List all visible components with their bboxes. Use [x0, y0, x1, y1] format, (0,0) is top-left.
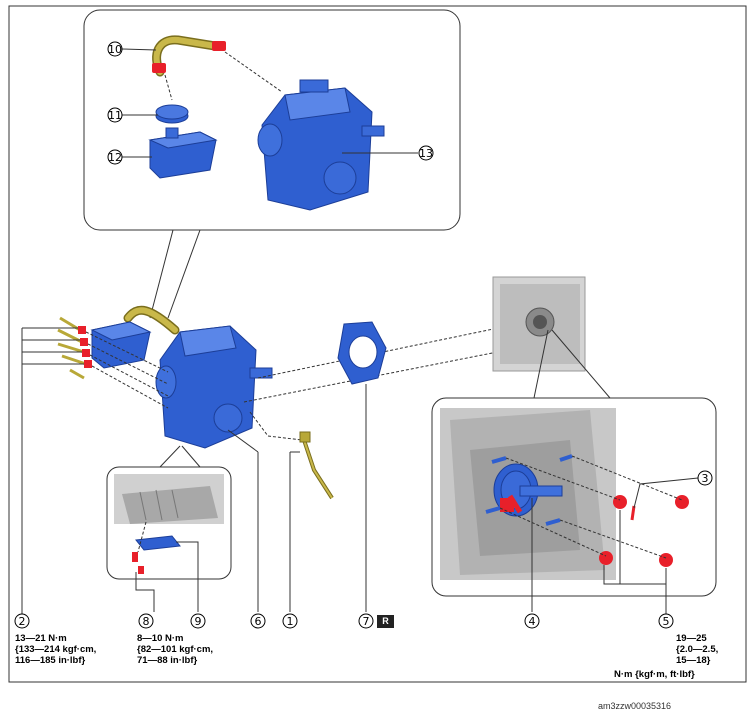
callout-leader: [176, 541, 199, 612]
svg-text:9: 9: [195, 615, 202, 628]
booster-rod-part: [485, 454, 573, 526]
zoom-pointer-line: [551, 329, 611, 399]
callout-leader: [121, 48, 157, 51]
assembly-dashed-line: [164, 74, 173, 101]
callout-7: 7: [358, 613, 374, 629]
zoom-pointer-line: [149, 229, 174, 319]
svg-text:2: 2: [19, 615, 26, 628]
assembly-dashed-line: [243, 341, 549, 403]
zoom-pointer-line: [533, 329, 549, 399]
callout-leader: [603, 565, 667, 585]
svg-text:5: 5: [663, 615, 670, 628]
assembly-dashed-line: [137, 521, 147, 553]
mounting-bracket-photo: [440, 408, 616, 580]
r-badge: R: [377, 615, 394, 628]
callout-2: 2: [14, 613, 30, 629]
master-cylinder-part: [155, 325, 273, 449]
assembly-dashed-line: [85, 331, 169, 373]
reservoir-part: [148, 127, 218, 179]
callout-9: 9: [190, 613, 206, 629]
svg-text:6: 6: [255, 615, 262, 628]
zoom-pointer-line: [159, 445, 181, 468]
callout-5: 5: [658, 613, 674, 629]
hose-part: [152, 35, 226, 77]
assembly-dashed-line: [249, 411, 269, 437]
assembly-dashed-line: [499, 507, 607, 557]
torque-spec-line: 71—88 in·lbf}: [137, 655, 198, 666]
firewall-panel: [492, 276, 586, 372]
zoom-pointer-line: [167, 229, 201, 319]
torque-spec-line: {82—101 kgf·cm,: [137, 644, 214, 655]
svg-text:12: 12: [108, 151, 122, 164]
callout-11: 11: [107, 107, 123, 123]
svg-text:8: 8: [143, 615, 150, 628]
callout-12: 12: [107, 149, 123, 165]
svg-text:3: 3: [702, 472, 709, 485]
assembly-dashed-line: [559, 519, 667, 559]
reference-code: am3zzw00035316: [598, 701, 672, 711]
gasket-part: [337, 321, 387, 385]
torque-spec-5: 19—25 {2.0—2.5, 15—18}: [676, 633, 718, 666]
torque-spec-line: 8—10 N·m: [137, 633, 184, 644]
zoom-pointer-line: [181, 445, 201, 468]
callout-10: 10: [107, 41, 123, 57]
assembly-dashed-line: [267, 435, 303, 441]
torque-spec-line: {2.0—2.5,: [676, 644, 719, 655]
torque-spec-line: 15—18}: [676, 655, 711, 666]
torque-spec-line: 13—21 N·m: [15, 633, 67, 644]
torque-unit-legend: N·m {kgf·m, ft·lbf}: [614, 669, 695, 680]
torque-spec-line: {133—214 kgf·cm,: [15, 644, 97, 655]
torque-spec-2: 13—21 N·m {133—214 kgf·cm, 116—185 in·lb…: [15, 633, 96, 666]
torque-spec-8: 8—10 N·m {82—101 kgf·cm, 71—88 in·lbf}: [137, 633, 213, 666]
svg-text:13: 13: [419, 147, 433, 160]
svg-text:10: 10: [108, 43, 122, 56]
callout-1: 1: [282, 613, 298, 629]
hose-part: [123, 305, 180, 335]
svg-text:4: 4: [529, 615, 536, 628]
assembly-dashed-line: [91, 365, 169, 409]
torque-spec-line: 19—25: [676, 633, 707, 644]
master-cylinder-part: [257, 79, 385, 211]
torque-spec-line: 116—185 in·lbf}: [15, 655, 86, 666]
seal-part: [155, 104, 189, 124]
brake-pipes: [57, 316, 92, 380]
diagram-frame: [8, 5, 747, 683]
callout-2-bracket: [21, 327, 84, 614]
callout-leader: [227, 429, 259, 453]
callout-3: 3: [697, 470, 713, 486]
assembly-dashed-line: [224, 51, 283, 93]
callout-leader: [135, 572, 155, 612]
callout-8: 8: [138, 613, 154, 629]
svg-text:1: 1: [287, 615, 294, 628]
assembly-dashed-line: [505, 457, 621, 501]
callout-leader: [633, 477, 699, 509]
clip-part: [132, 535, 181, 574]
pushrod-part: [299, 431, 334, 500]
callout-13: 13: [418, 145, 434, 161]
svg-text:7: 7: [363, 615, 370, 628]
callout-6: 6: [250, 613, 266, 629]
svg-text:11: 11: [108, 109, 122, 122]
bracket-photo: [114, 474, 224, 524]
callout-4: 4: [524, 613, 540, 629]
